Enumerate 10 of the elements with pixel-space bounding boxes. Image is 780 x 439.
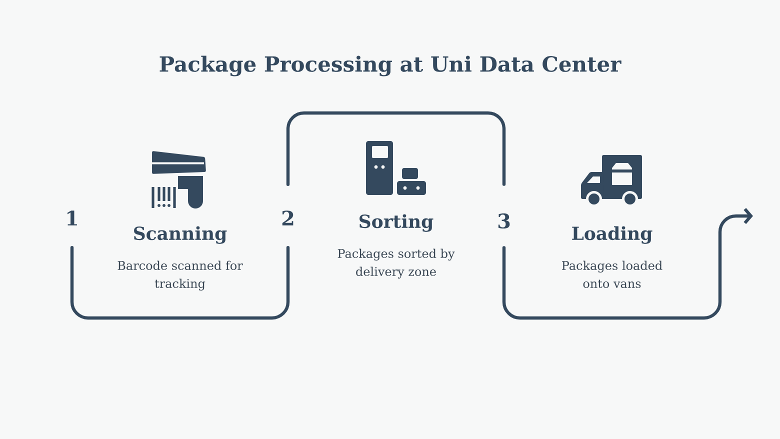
flow-arrow <box>502 208 753 320</box>
flow-line <box>70 246 290 320</box>
step-number: 1 <box>68 210 77 226</box>
step-number: 2 <box>282 210 294 226</box>
step-text: Loading Packages loaded onto vans <box>562 226 662 288</box>
step-number: 3 <box>498 213 510 229</box>
step-text: Sorting Packages sorted by delivery zone <box>338 214 455 279</box>
flow-line <box>286 111 506 186</box>
step-text: Scanning Barcode scanned for tracking <box>118 226 243 291</box>
title: Package Processing at Uni Data Center <box>160 56 622 76</box>
